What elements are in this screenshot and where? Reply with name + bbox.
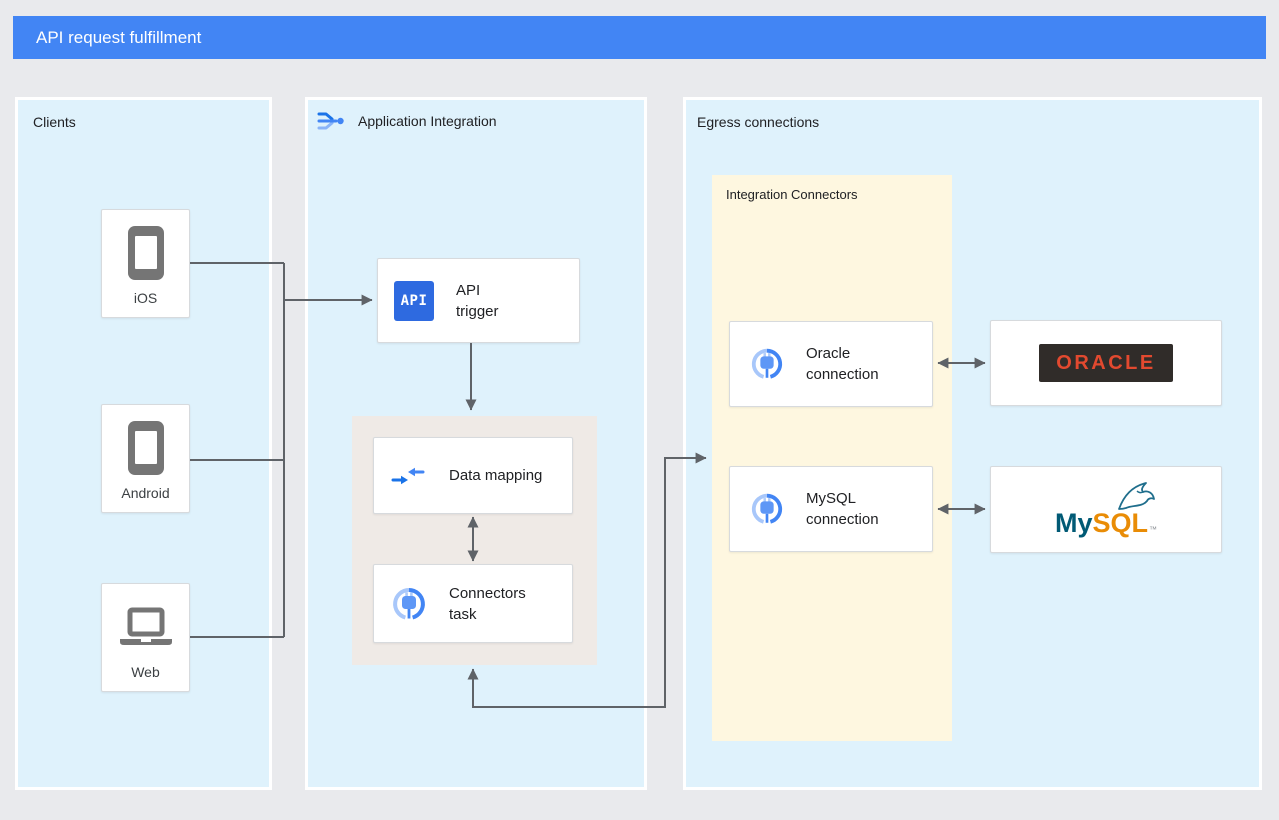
oracle-logo: ORACLE (1039, 344, 1173, 382)
api-icon-text: API (400, 292, 428, 309)
data-mapping-icon (391, 465, 425, 487)
mysql-wordmark-my: My (1054, 508, 1093, 538)
diagram-title: API request fulfillment (36, 28, 202, 47)
phone-icon (127, 405, 165, 485)
web-card: Web (101, 583, 190, 692)
web-label: Web (131, 664, 160, 680)
integration-connectors-label: Integration Connectors (726, 187, 858, 202)
application-integration-label: Application Integration (358, 113, 497, 129)
ios-card: iOS (101, 209, 190, 318)
integration-connectors-group: Integration Connectors (712, 175, 952, 741)
connector-icon (389, 584, 429, 624)
api-trigger-label: API trigger (456, 281, 499, 320)
connector-icon (748, 345, 786, 383)
api-icon: API (394, 280, 434, 321)
phone-icon (127, 210, 165, 290)
mysql-wordmark-sql: SQL (1092, 508, 1149, 538)
clients-panel-label: Clients (33, 114, 76, 130)
mysql-connection-node: MySQL connection (729, 466, 933, 552)
application-integration-icon (317, 106, 347, 136)
ios-label: iOS (133, 290, 158, 306)
oracle-connection-node: Oracle connection (729, 321, 933, 407)
diagram-title-bar: API request fulfillment (13, 16, 1266, 59)
dolphin-icon (1115, 480, 1159, 512)
egress-panel-label: Egress connections (697, 114, 820, 130)
oracle-wordmark: ORACLE (1056, 351, 1156, 374)
oracle-connection-label: Oracle connection (806, 345, 879, 383)
api-trigger-node: API API trigger (377, 258, 580, 343)
connectors-task-node: Connectors task (373, 564, 573, 643)
mysql-trademark: ™ (1149, 525, 1158, 534)
laptop-icon (119, 584, 173, 664)
connectors-task-label: Connectors task (449, 584, 526, 623)
application-integration-header: Application Integration (317, 106, 497, 136)
android-label: Android (121, 485, 170, 501)
data-mapping-node: Data mapping (373, 437, 573, 514)
mysql-connection-label: MySQL connection (806, 490, 879, 528)
data-mapping-label: Data mapping (449, 467, 543, 484)
oracle-logo-card: ORACLE (990, 320, 1222, 406)
android-card: Android (101, 404, 190, 513)
connector-icon (748, 490, 786, 528)
